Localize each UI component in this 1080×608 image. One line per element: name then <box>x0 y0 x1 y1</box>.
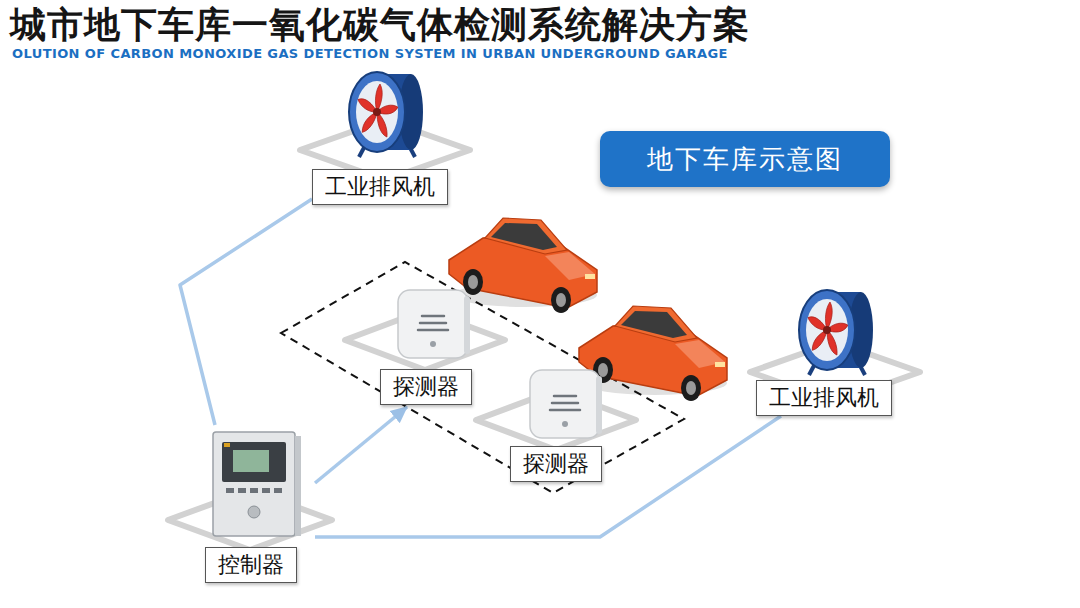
connector-line <box>180 199 312 425</box>
node-text: 控制器 <box>218 551 284 579</box>
node-text: 探测器 <box>523 450 589 478</box>
banner-box: 地下车库示意图 <box>600 131 890 187</box>
detector-device <box>398 290 470 358</box>
detector-label: 探测器 <box>510 446 602 482</box>
node-text: 探测器 <box>393 373 459 401</box>
detector-label: 探测器 <box>380 369 472 405</box>
exhaust-fan <box>349 72 423 157</box>
node-text: 地下车库示意图 <box>647 142 843 177</box>
detector-device <box>530 370 602 438</box>
exhaust-fan <box>799 290 873 375</box>
subtitle: OLUTION OF CARBON MONOXIDE GAS DETECTION… <box>12 46 728 62</box>
fan-label: 工业排风机 <box>756 380 892 416</box>
controller-device <box>213 432 301 536</box>
connector-line <box>315 416 781 537</box>
car <box>449 218 597 313</box>
page-title: 城市地下车库一氧化碳气体检测系统解决方案 <box>10 3 750 47</box>
label-box: 控制器 <box>205 547 297 583</box>
node-text: 工业排风机 <box>769 384 879 412</box>
connector-line <box>315 407 407 483</box>
platforms <box>168 120 920 550</box>
node-text: 工业排风机 <box>325 173 435 201</box>
fan-label: 工业排风机 <box>312 169 448 205</box>
controller-node: 控制器 <box>165 425 315 585</box>
